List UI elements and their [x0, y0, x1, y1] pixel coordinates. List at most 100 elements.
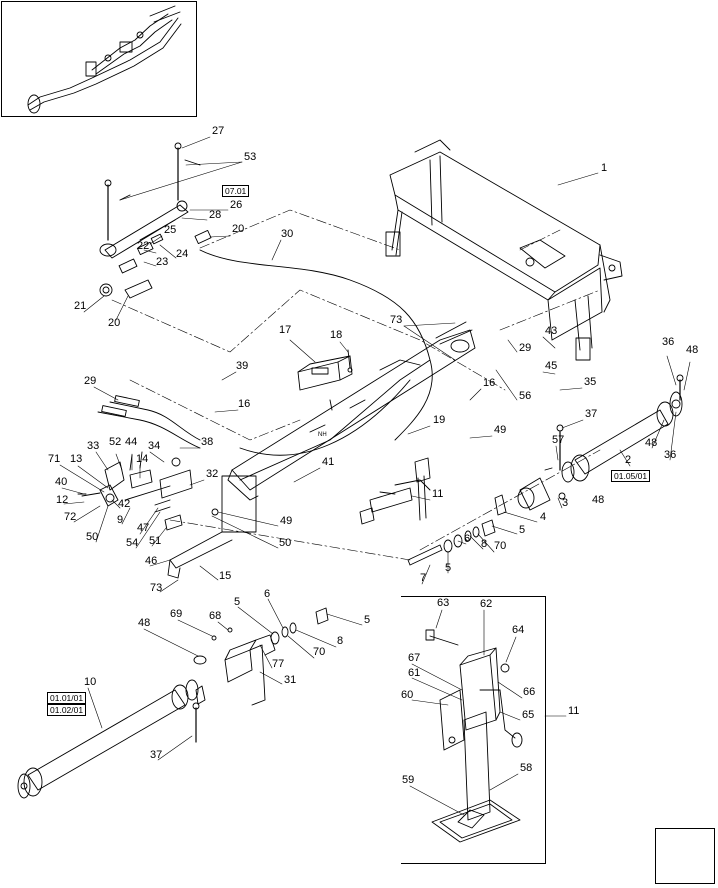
callout-1: 1 [601, 162, 608, 174]
callout-50: 50 [86, 531, 99, 543]
frame-outline [111, 209, 601, 561]
callout-22: 22 [137, 240, 150, 252]
callout-39: 39 [236, 360, 249, 372]
callout-33: 33 [87, 440, 100, 452]
drawbar-beam: NH [167, 321, 476, 579]
callout-32: 32 [206, 468, 219, 480]
callout-42: 42 [118, 498, 131, 510]
callout-56: 56 [519, 390, 532, 402]
callout-27: 27 [212, 125, 225, 137]
lower-bracket-assembly [211, 607, 329, 706]
callout-3: 3 [562, 497, 569, 509]
callout-68: 68 [209, 610, 222, 622]
callout-65: 65 [522, 709, 535, 721]
callout-11: 11 [568, 705, 580, 717]
main-frame [385, 139, 623, 361]
callout-48: 48 [686, 344, 699, 356]
callout-29: 29 [84, 375, 97, 387]
callout-13: 13 [70, 453, 83, 465]
pto-shaft-left [17, 655, 207, 799]
callout-19: 19 [433, 414, 446, 426]
callout-20: 20 [232, 223, 245, 235]
callout-36: 36 [664, 449, 677, 461]
jack-detail-bracket [401, 596, 546, 864]
callout-69: 69 [170, 608, 183, 620]
callout-47: 47 [137, 522, 150, 534]
callout-8: 8 [481, 538, 488, 550]
callout-73: 73 [150, 582, 163, 594]
callout-11: 11 [432, 488, 444, 500]
callout-59: 59 [402, 774, 415, 786]
callout-67: 67 [408, 652, 421, 664]
callout-46: 46 [145, 555, 158, 567]
callout-40: 40 [55, 476, 68, 488]
callout-25: 25 [164, 224, 177, 236]
jack-stand-small [359, 457, 431, 525]
callout-18: 18 [330, 329, 343, 341]
leader-lines [59, 136, 691, 816]
callout-26: 26 [230, 199, 243, 211]
hose-lower [239, 379, 411, 456]
callout-8: 8 [337, 635, 344, 647]
callout-7: 7 [420, 572, 427, 584]
callout-4: 4 [540, 511, 547, 523]
callout-58: 58 [520, 762, 533, 774]
callout-2: 2 [625, 454, 632, 466]
callout-5: 5 [519, 524, 526, 536]
callout-48: 48 [138, 617, 151, 629]
svg-text:NH: NH [318, 432, 327, 438]
section-reference-link[interactable]: 01.05/01 [611, 470, 651, 482]
section-reference-link[interactable]: 01.02/01 [47, 704, 87, 716]
overview-inset [1, 1, 197, 117]
callout-17: 17 [279, 324, 292, 336]
callout-23: 23 [156, 256, 169, 268]
callout-34: 34 [148, 440, 161, 452]
callout-29: 29 [519, 342, 532, 354]
callout-45: 45 [545, 360, 558, 372]
callout-54: 54 [126, 537, 139, 549]
callout-70: 70 [313, 646, 326, 658]
callout-64: 64 [512, 624, 525, 636]
callout-20: 20 [108, 317, 121, 329]
callout-48: 48 [645, 437, 658, 449]
callout-52: 52 [109, 436, 122, 448]
callout-21: 21 [74, 300, 87, 312]
callout-73: 73 [390, 314, 403, 326]
callout-36: 36 [662, 336, 675, 348]
callout-16: 16 [238, 398, 251, 410]
left-bracket-cluster [77, 451, 219, 531]
callout-71: 71 [48, 453, 61, 465]
callout-28: 28 [209, 209, 222, 221]
callout-31: 31 [284, 674, 297, 686]
pto-shaft-right [517, 374, 684, 511]
callout-35: 35 [584, 376, 597, 388]
callout-37: 37 [585, 408, 598, 420]
callout-57: 57 [552, 434, 565, 446]
callout-5: 5 [234, 596, 241, 608]
callout-66: 66 [523, 686, 536, 698]
callout-43: 43 [545, 325, 558, 337]
callout-5: 5 [445, 562, 452, 574]
section-reference-link[interactable]: 01.01/01 [47, 692, 87, 704]
callout-49: 49 [280, 515, 293, 527]
callout-15: 15 [219, 570, 232, 582]
callout-77: 77 [272, 658, 285, 670]
overview-assembly-thumbnail [27, 5, 182, 114]
callout-5: 5 [364, 614, 371, 626]
shaft-hardware-row [407, 494, 507, 566]
callout-61: 61 [408, 667, 421, 679]
jack-detail [425, 629, 523, 843]
callout-12: 12 [56, 494, 69, 506]
hydraulic-hose [199, 249, 433, 441]
callout-72: 72 [64, 511, 77, 523]
callout-41: 41 [322, 456, 335, 468]
section-reference-link[interactable]: 07.01 [222, 185, 250, 197]
callout-60: 60 [401, 689, 414, 701]
callout-14: 14 [136, 453, 149, 465]
callout-9: 9 [117, 514, 124, 526]
callout-50: 50 [279, 537, 292, 549]
callout-44: 44 [125, 436, 138, 448]
next-page-button[interactable] [655, 828, 715, 884]
